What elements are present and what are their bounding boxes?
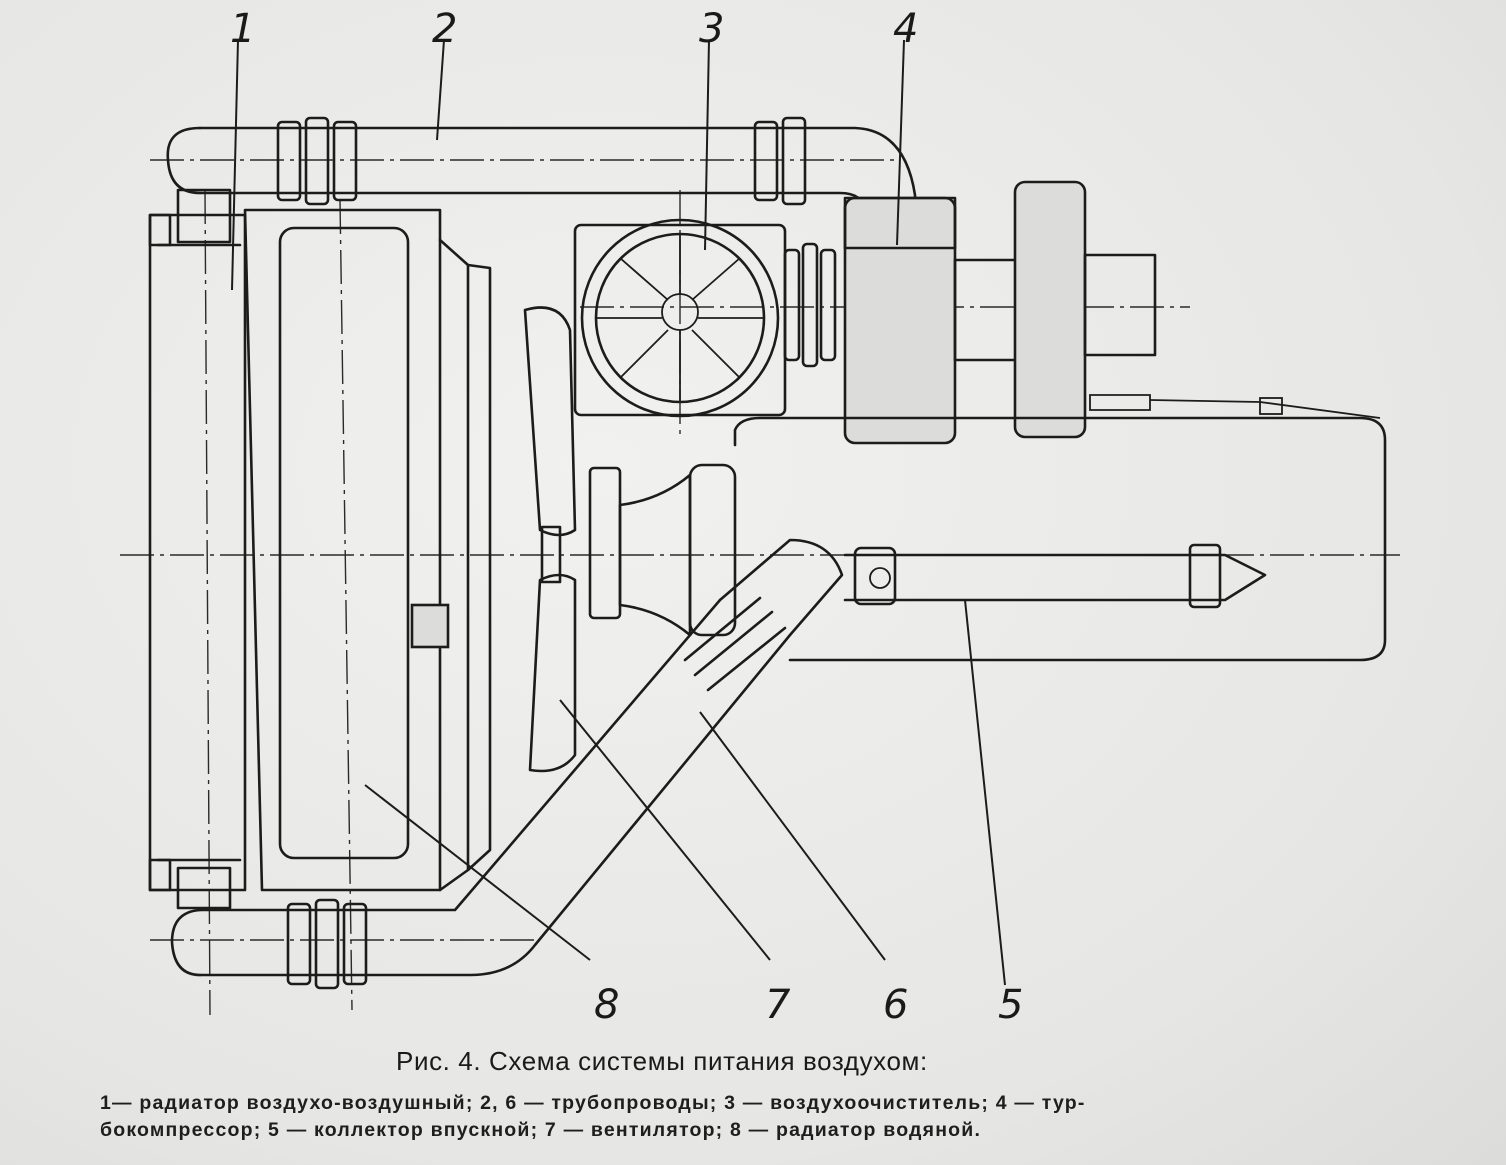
label-2: 2: [432, 6, 457, 52]
air-supply-diagram: 1 2 3 4 5 6 7 8: [120, 6, 1400, 1028]
figure-caption-title: Рис. 4. Схема системы питания воздухом:: [396, 1046, 928, 1076]
center-lines: [120, 159, 1400, 1016]
label-5: 5: [998, 982, 1023, 1028]
label-8: 8: [594, 982, 619, 1028]
label-7: 7: [765, 982, 791, 1028]
lower-pipeline: [170, 538, 844, 990]
turbocharger: [843, 180, 1157, 445]
label-1: 1: [230, 6, 255, 52]
engine-block: [733, 394, 1387, 662]
label-4: 4: [893, 6, 918, 52]
label-6: 6: [883, 982, 908, 1028]
label-3: 3: [699, 6, 724, 52]
air-cleaner: [573, 218, 837, 418]
legend-line-2: бокомпрессор; 5 — коллектор впускной; 7 …: [100, 1119, 982, 1141]
part-numbers: 1 2 3 4 5 6 7 8: [230, 6, 1023, 1028]
intake-manifold: [843, 543, 1267, 609]
fan: [523, 306, 737, 773]
leader-lines: [231, 39, 1006, 986]
upper-pipeline: [166, 116, 917, 212]
water-radiator: [243, 208, 492, 892]
figure-caption-legend: 1— радиатор воздухо-воздушный; 2, 6 — тр…: [100, 1090, 1410, 1144]
air-to-air-radiator: [148, 188, 247, 910]
legend-line-1: 1— радиатор воздухо-воздушный; 2, 6 — тр…: [100, 1092, 1086, 1114]
